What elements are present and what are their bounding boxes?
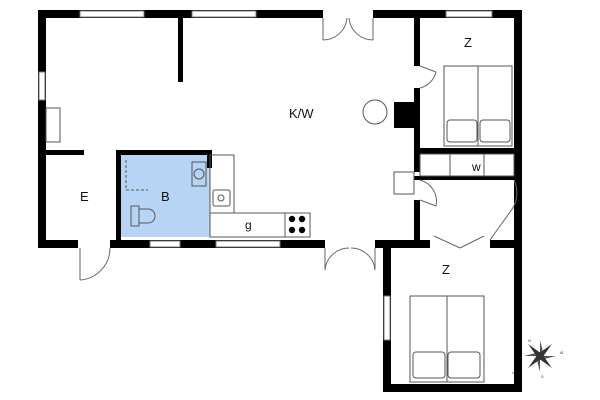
compass-north: N <box>528 338 531 343</box>
chimney-icon <box>394 102 414 128</box>
doors <box>78 10 518 281</box>
windows <box>38 10 493 341</box>
room-label-bedroom-top: Z <box>464 35 472 50</box>
stove-icon <box>284 212 311 238</box>
stove-round-icon <box>362 99 388 125</box>
shower-icon <box>125 160 148 191</box>
sink-icon <box>212 189 231 207</box>
bathroom-area <box>121 155 210 237</box>
compass-rose: N Ø S V <box>512 338 563 379</box>
compass-south: S <box>541 374 544 379</box>
walls <box>38 10 522 392</box>
compass-east: Ø <box>560 350 563 355</box>
washbasin-icon <box>191 161 207 187</box>
room-label-bedroom-bottom: Z <box>442 262 450 277</box>
fixtures <box>45 65 515 383</box>
toilet-icon <box>130 205 140 227</box>
room-label-wardrobe: w <box>471 160 481 174</box>
room-label-living-kitchen: K/W <box>289 106 314 121</box>
room-label-utility: g <box>245 218 252 232</box>
room-label-bathroom: B <box>161 189 170 204</box>
compass-west: V <box>512 370 515 375</box>
room-label-entrance: E <box>80 189 89 204</box>
